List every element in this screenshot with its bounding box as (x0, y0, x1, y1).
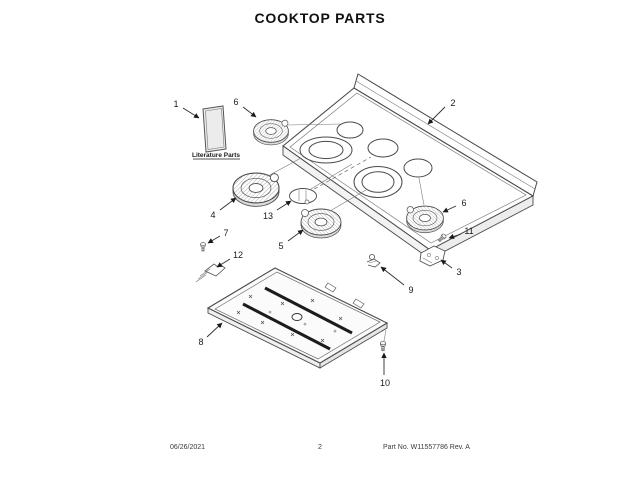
callout-arrow-5 (287, 229, 304, 242)
callout-arrow-2 (427, 106, 446, 125)
callout-label-8: 8 (198, 337, 203, 347)
callout-arrow-3 (440, 259, 453, 269)
callout-arrow-4 (219, 197, 237, 211)
part-clip-9 (366, 253, 381, 268)
part-main-top-chassis (206, 267, 389, 369)
callout-label-6: 6 (461, 198, 466, 208)
callout-arrow-9 (380, 266, 405, 286)
part-literature-booklet (202, 105, 227, 153)
part-surface-element-front (300, 208, 342, 239)
callout-arrow-1 (182, 107, 200, 119)
part-surface-element-right (406, 205, 444, 234)
callout-arrow-6 (442, 205, 457, 213)
footer-page-number: 2 (318, 444, 322, 451)
callout-arrow-11 (448, 233, 462, 239)
callout-arrow-7 (207, 235, 221, 244)
footer-part-number: Part No. W11557786 Rev. A (383, 444, 470, 451)
callout-label-10: 10 (380, 378, 390, 388)
part-bracket-12 (195, 263, 226, 283)
part-cooktop-glass (282, 73, 538, 260)
callout-label-11: 11 (464, 226, 473, 236)
footer-date: 06/26/2021 (170, 444, 206, 451)
callout-arrow-13 (276, 200, 292, 211)
callout-label-13: 13 (263, 211, 273, 221)
callout-label-2: 2 (450, 98, 455, 108)
callout-label-6: 6 (233, 97, 238, 107)
callout-label-3: 3 (456, 267, 461, 277)
part-burner-receptacle (289, 188, 317, 205)
part-surface-element-large-left (232, 172, 280, 207)
part-screw-7 (200, 242, 206, 252)
page-title: COOKTOP PARTS (254, 10, 386, 26)
callout-label-5: 5 (278, 241, 283, 251)
callout-arrow-8 (206, 322, 223, 338)
callout-label-7: 7 (223, 228, 228, 238)
callout-arrow-6 (242, 106, 257, 118)
part-surface-element-top-left (253, 119, 289, 146)
callout-label-1: 1 (173, 99, 178, 109)
literature-parts-label: Literature Parts (192, 152, 240, 159)
part-screw-10 (380, 340, 386, 352)
assembly-leader-lines (267, 123, 425, 342)
callout-label-9: 9 (408, 285, 413, 295)
callout-label-12: 12 (233, 250, 243, 260)
callout-label-4: 4 (210, 210, 215, 220)
callout-arrow-12 (216, 258, 231, 268)
